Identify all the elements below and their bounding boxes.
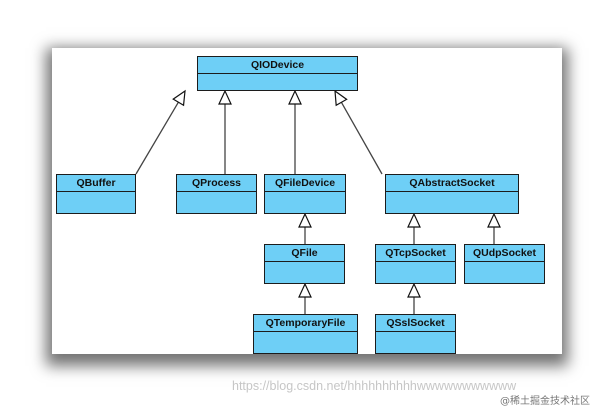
class-qabstractsocket: QAbstractSocket (385, 174, 519, 214)
class-qbuffer-name: QBuffer (57, 175, 135, 192)
class-qudpsocket: QUdpSocket (464, 244, 545, 284)
inheritance-qfiledevice-to-qiodevice (288, 89, 302, 174)
class-qsslsocket: QSslSocket (375, 314, 456, 354)
inheritance-arrowhead-icon (407, 212, 421, 228)
credit-text: @稀土掘金技术社区 (500, 396, 590, 407)
class-qiodevice-name: QIODevice (198, 57, 357, 74)
class-qbuffer: QBuffer (56, 174, 136, 214)
diagram-canvas: QIODevice QBuffer QProcess QFileDevice Q… (52, 48, 562, 354)
inheritance-qfile-to-qfiledevice (298, 212, 312, 244)
inheritance-qsslsocket-to-qtcpsocket (407, 282, 421, 314)
inheritance-edges (135, 89, 501, 314)
class-qprocess-body (177, 192, 256, 213)
class-qtcpsocket-name: QTcpSocket (376, 245, 455, 262)
class-qprocess-name: QProcess (177, 175, 256, 192)
class-qiodevice: QIODevice (197, 56, 358, 91)
inheritance-arrowhead-icon (172, 89, 186, 107)
class-qfile-name: QFile (265, 245, 344, 262)
class-qtcpsocket: QTcpSocket (375, 244, 456, 284)
class-qabstractsocket-body (386, 192, 518, 213)
class-qfiledevice-body (265, 192, 345, 213)
class-qfile: QFile (264, 244, 345, 284)
class-qfiledevice-name: QFileDevice (265, 175, 345, 192)
class-qfile-body (265, 262, 344, 283)
inheritance-qabstractsocket-to-qiodevice (334, 89, 383, 175)
class-qtemporaryfile-body (254, 332, 357, 353)
inheritance-qbuffer-to-qiodevice (135, 89, 186, 175)
inheritance-line (135, 101, 179, 175)
class-qudpsocket-name: QUdpSocket (465, 245, 544, 262)
inheritance-qprocess-to-qiodevice (218, 89, 232, 174)
inheritance-arrowhead-icon (407, 282, 421, 298)
inheritance-arrowhead-icon (487, 212, 501, 228)
inheritance-arrowhead-icon (288, 89, 302, 105)
inheritance-qtemporaryfile-to-qfile (298, 282, 312, 314)
inheritance-qudpsocket-to-qabstractsocket (487, 212, 501, 244)
class-qabstractsocket-name: QAbstractSocket (386, 175, 518, 192)
watermark-url: https://blog.csdn.net/hhhhhhhhhhwwwwwwww… (232, 379, 517, 393)
class-qbuffer-body (57, 192, 135, 213)
inheritance-arrowhead-icon (298, 282, 312, 298)
inheritance-line (340, 101, 383, 175)
class-qprocess: QProcess (176, 174, 257, 214)
class-qtemporaryfile: QTemporaryFile (253, 314, 358, 354)
class-qiodevice-body (198, 74, 357, 90)
inheritance-arrowhead-icon (298, 212, 312, 228)
class-qfiledevice: QFileDevice (264, 174, 346, 214)
inheritance-arrowhead-icon (334, 89, 348, 107)
class-qsslsocket-name: QSslSocket (376, 315, 455, 332)
inheritance-qtcpsocket-to-qabstractsocket (407, 212, 421, 244)
class-qtemporaryfile-name: QTemporaryFile (254, 315, 357, 332)
class-qsslsocket-body (376, 332, 455, 353)
inheritance-arrowhead-icon (218, 89, 232, 105)
class-qudpsocket-body (465, 262, 544, 283)
class-qtcpsocket-body (376, 262, 455, 283)
